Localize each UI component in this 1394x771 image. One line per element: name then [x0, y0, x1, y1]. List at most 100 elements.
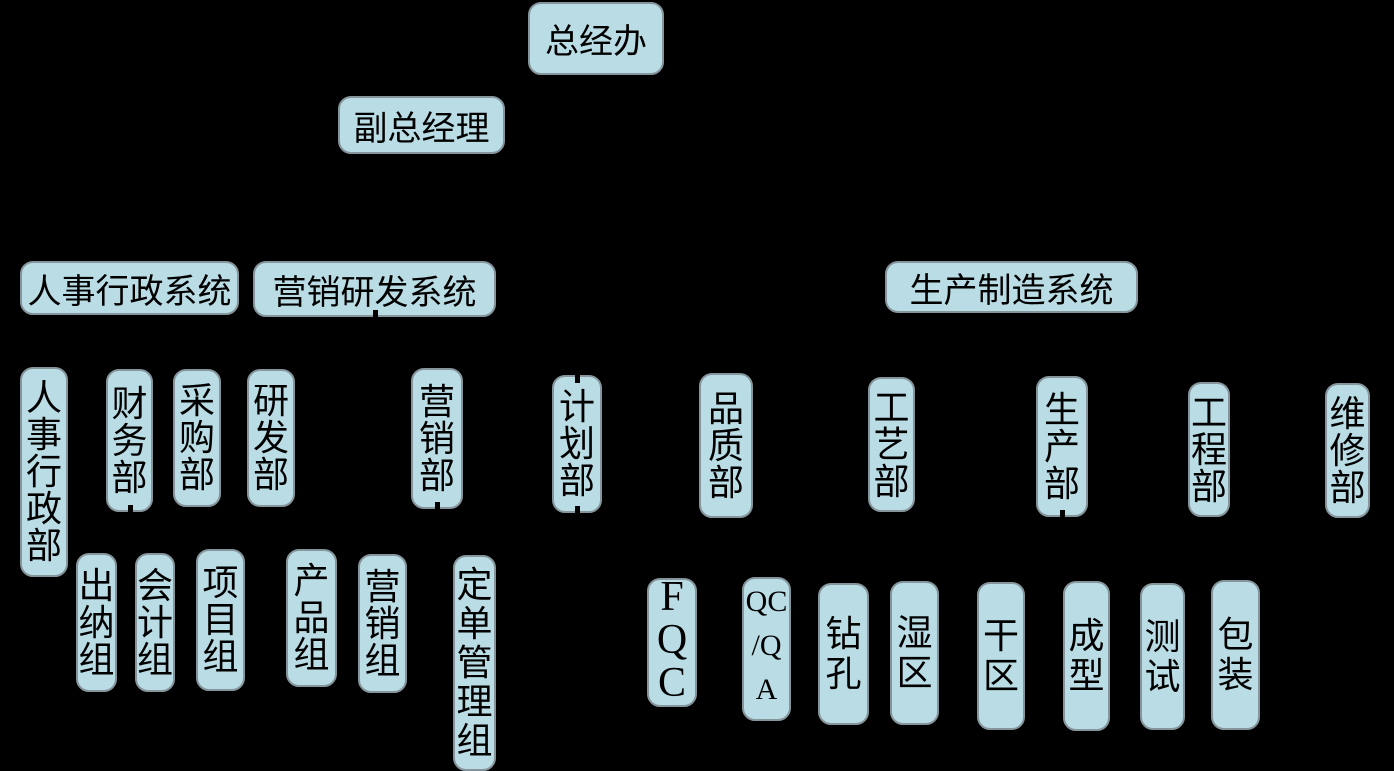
connector-stub: [1060, 510, 1065, 520]
org-node-label: 包: [1217, 615, 1254, 655]
org-node-label: 财: [111, 383, 148, 424]
connector-stub: [435, 502, 440, 512]
org-node-zong-jing-ban: 总经办: [528, 2, 664, 75]
org-node-label: 艺: [873, 424, 910, 465]
org-node-label: 组: [293, 635, 330, 675]
org-node-label: 部: [707, 462, 744, 503]
org-node-label: 钻: [825, 614, 862, 654]
org-node-label: 维: [1329, 393, 1366, 434]
org-node-cheng-xing: 成型: [1063, 581, 1110, 731]
org-node-label: 项: [202, 563, 239, 603]
org-node-label: 工: [873, 387, 910, 428]
org-node-label: 生: [1043, 389, 1080, 430]
org-node-label: 部: [1329, 467, 1366, 508]
org-node-dingdan-guanli-zu: 定单管理组: [453, 555, 496, 771]
org-node-label: 政: [25, 489, 62, 529]
org-node-label: 事: [25, 415, 62, 455]
org-node-label: 组: [456, 721, 493, 761]
org-node-label: 部: [1043, 463, 1080, 504]
org-node-shi-qu: 湿区: [890, 581, 939, 725]
org-node-renshi-xingzheng-bu: 人事行政部: [20, 367, 68, 577]
org-node-label: 区: [982, 656, 1019, 696]
org-node-label: 单: [456, 604, 493, 644]
org-node-label: 总经办: [545, 24, 647, 61]
org-node-label: 理: [456, 682, 493, 722]
org-node-label: 组: [137, 639, 174, 680]
connector-stub: [575, 373, 580, 383]
org-node-caiwu-bu: 财务部: [106, 369, 153, 515]
org-node-label: 人: [25, 378, 62, 418]
org-node-label: 测: [1144, 616, 1181, 657]
org-node-label: 部: [178, 455, 215, 495]
org-node-shengchan-zhizao-xitong: 生产制造系统: [885, 261, 1138, 313]
org-node-yingxiao-yanfa-xitong: 营销研发系统: [253, 261, 496, 320]
org-node-label: 销: [418, 418, 455, 459]
org-node-label: 部: [111, 457, 148, 498]
org-node-yanfa-bu: 研发部: [247, 369, 295, 507]
org-node-fu-zong-jing-li: 副总经理: [338, 96, 505, 154]
org-node-xiangmu-zu: 项目组: [196, 549, 245, 691]
org-node-label: 品: [293, 598, 330, 638]
org-node-label: /Q: [751, 629, 782, 662]
org-node-chanpin-zu: 产品组: [286, 549, 337, 687]
org-node-label: 型: [1068, 656, 1105, 696]
org-node-label: Q: [656, 616, 688, 663]
org-node-label: 组: [202, 637, 239, 677]
org-node-label: 部: [418, 455, 455, 496]
org-node-chuna-zu: 出纳组: [76, 553, 117, 692]
org-node-label: 部: [25, 526, 62, 566]
org-node-shengchan-bu: 生产部: [1036, 376, 1088, 520]
org-node-label: 副总经理: [353, 110, 490, 148]
org-node-label: 行: [25, 452, 62, 492]
org-node-ce-shi: 测试: [1140, 583, 1185, 730]
org-node-label: 目: [202, 600, 239, 640]
org-node-label: 采: [178, 381, 215, 421]
org-node-kuaiji-zu: 会计组: [135, 553, 175, 692]
connector-stub: [127, 505, 133, 515]
org-node-label: 部: [873, 461, 910, 502]
connector-stub: [575, 506, 580, 516]
org-node-label: 定: [456, 565, 493, 605]
org-node-weixiu-bu: 维修部: [1325, 383, 1370, 518]
org-node-label: 产: [293, 561, 330, 601]
org-node-bao-zhuang: 包装: [1211, 580, 1260, 730]
org-node-label: 管: [456, 643, 493, 683]
org-node-label: 装: [1217, 655, 1254, 695]
org-node-label: 工: [1190, 392, 1227, 433]
org-node-label: A: [755, 673, 778, 706]
org-node-label: 干: [982, 616, 1019, 656]
org-node-gongcheng-bu: 工程部: [1188, 382, 1230, 517]
org-node-label: 品: [707, 388, 744, 429]
org-node-label: F: [660, 573, 684, 620]
org-node-label: 生产制造系统: [909, 272, 1114, 310]
org-node-label: 划: [558, 424, 595, 464]
org-node-label: 人事行政系统: [27, 273, 232, 311]
org-node-label: 务: [111, 420, 148, 461]
org-node-label: 计: [137, 602, 174, 643]
org-node-label: 出: [78, 565, 115, 606]
org-node-label: 部: [1190, 466, 1227, 507]
org-node-yingxiao-bu: 营销部: [411, 368, 463, 512]
org-node-label: 发: [252, 418, 289, 458]
org-node-label: 程: [1190, 429, 1227, 470]
org-node-label: 区: [896, 653, 933, 693]
org-node-label: 会: [137, 565, 174, 606]
connector-stub: [372, 310, 378, 320]
org-node-label: 销: [364, 603, 401, 644]
org-node-pinzhi-bu: 品质部: [699, 373, 753, 518]
org-node-gongyi-bu: 工艺部: [868, 377, 915, 512]
org-node-label: 计: [558, 387, 595, 427]
org-node-label: C: [657, 659, 686, 706]
org-node-yingxiao-zu: 营销组: [358, 554, 407, 693]
org-node-jihua-bu: 计划部: [552, 373, 602, 516]
org-node-label: 部: [252, 455, 289, 495]
org-node-label: 湿: [896, 613, 933, 653]
org-node-label: 产: [1043, 426, 1080, 467]
org-node-label: 营: [364, 566, 401, 607]
org-node-label: 组: [364, 640, 401, 681]
org-node-label: 营: [418, 381, 455, 422]
org-node-label: 成: [1068, 616, 1105, 656]
